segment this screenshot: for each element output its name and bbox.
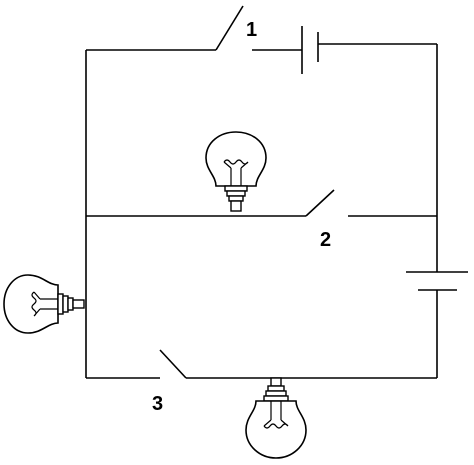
switch-2-label: 2 [320, 229, 331, 251]
bottom-bulb-icon [245, 377, 307, 459]
switch-1-icon [215, 5, 244, 51]
right-battery-icon [406, 271, 468, 291]
switch-2-icon [305, 189, 335, 217]
switch-3-icon [159, 349, 187, 379]
top-battery-icon [301, 26, 319, 74]
switch-3-label: 3 [152, 393, 163, 415]
left-bulb-icon [3, 274, 85, 334]
wires [85, 43, 438, 379]
switch-1-label: 1 [246, 19, 257, 41]
top-bulb-icon [205, 131, 267, 212]
